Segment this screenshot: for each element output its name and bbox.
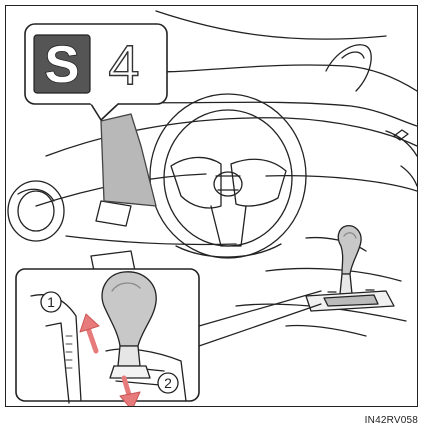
callout-label-2: 2 <box>164 375 172 391</box>
callout-label-1: 1 <box>47 294 55 310</box>
illustration-frame: S 4 1 2 <box>5 5 418 407</box>
shift-mode-letter: S <box>45 36 80 94</box>
figure-code: IN42RV058 <box>365 415 418 426</box>
left-air-vent <box>8 181 64 241</box>
gear-number: 4 <box>108 33 139 96</box>
